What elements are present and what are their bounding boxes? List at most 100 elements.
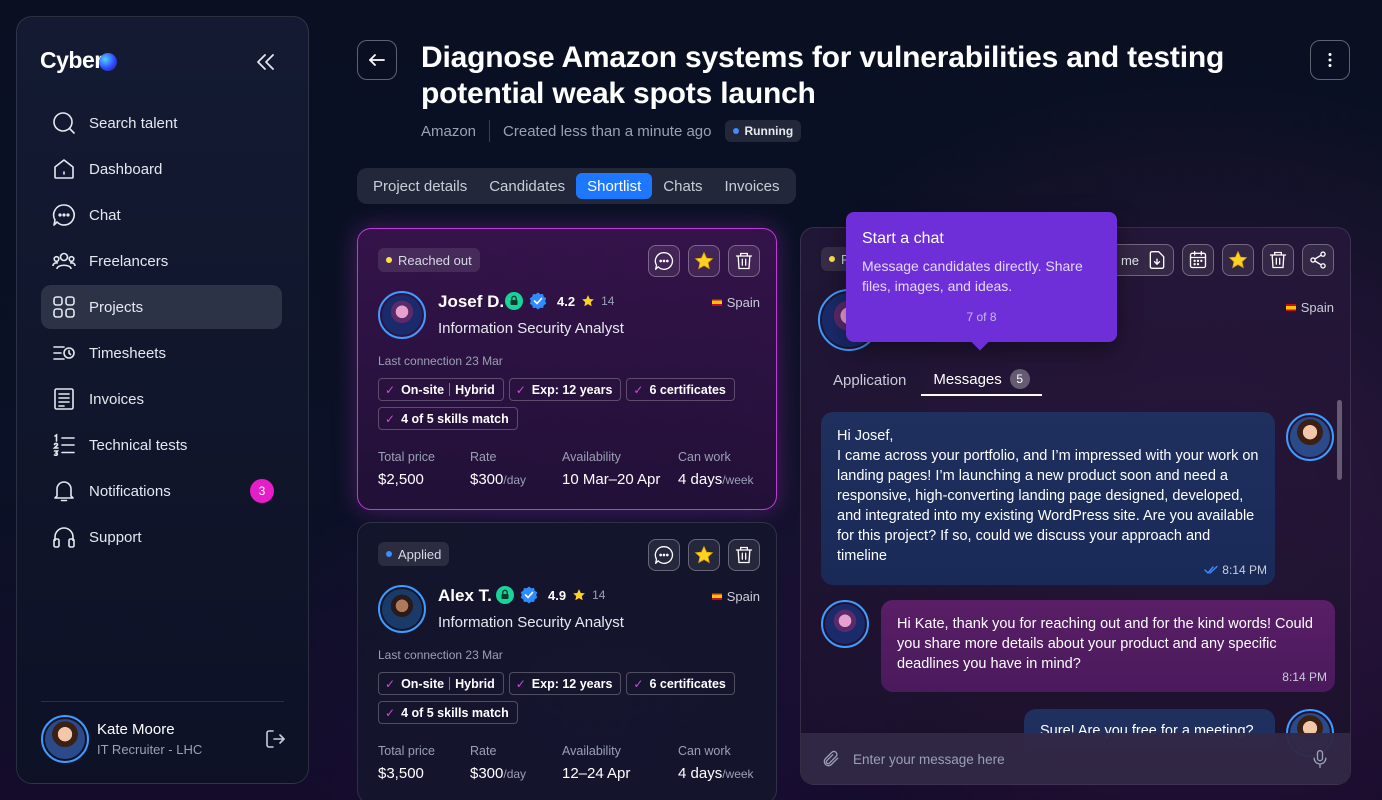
stat-label: Rate bbox=[470, 450, 497, 464]
sidebar-item-invoices[interactable]: Invoices bbox=[41, 377, 282, 421]
sidebar-item-label: Timesheets bbox=[89, 344, 166, 362]
check-icon: ✓ bbox=[515, 382, 526, 397]
sidebar-item-support[interactable]: Support bbox=[41, 515, 282, 559]
can-work-amount: 4 days bbox=[678, 765, 723, 782]
tab-shortlist[interactable]: Shortlist bbox=[576, 173, 653, 199]
avatar[interactable] bbox=[41, 715, 89, 763]
last-connection: Last connection 23 Mar bbox=[378, 354, 503, 368]
voice-message-button[interactable] bbox=[1310, 749, 1330, 769]
divider bbox=[449, 677, 451, 690]
avatar-photo bbox=[382, 295, 422, 335]
status-badge: Running bbox=[724, 120, 802, 142]
sidebar-item-projects[interactable]: Projects bbox=[41, 285, 282, 329]
sidebar-item-notifications[interactable]: Notifications 3 bbox=[41, 469, 282, 513]
tab-project-details[interactable]: Project details bbox=[373, 177, 468, 195]
chat-message: Hi Kate, thank you for reaching out and … bbox=[881, 600, 1335, 692]
logout-button[interactable] bbox=[263, 727, 287, 751]
message-time: 8:14 PM bbox=[1204, 560, 1267, 580]
tag-experience: ✓Exp: 12 years bbox=[508, 378, 622, 401]
back-button[interactable] bbox=[357, 40, 397, 80]
tab-application[interactable]: Application bbox=[833, 369, 906, 396]
tab-chats[interactable]: Chats bbox=[663, 177, 703, 195]
status-dot bbox=[386, 257, 392, 263]
sidebar-item-technical-tests[interactable]: Technical tests bbox=[41, 423, 282, 467]
candidate-name[interactable]: Alex T. bbox=[438, 586, 492, 605]
delete-button[interactable] bbox=[728, 539, 760, 571]
rate-amount: $300 bbox=[470, 471, 504, 488]
share-button[interactable] bbox=[1302, 244, 1334, 276]
message-input[interactable] bbox=[853, 751, 1293, 767]
last-connection: Last connection 23 Mar bbox=[378, 648, 503, 662]
can-work-unit: /week bbox=[722, 473, 754, 487]
chat-button[interactable] bbox=[648, 245, 680, 277]
more-options-button[interactable] bbox=[1310, 40, 1350, 80]
tag-experience: ✓Exp: 12 years bbox=[508, 672, 622, 695]
trash-icon bbox=[735, 546, 753, 564]
user-name: Kate Moore bbox=[97, 721, 175, 738]
sidebar-item-dashboard[interactable]: Dashboard bbox=[41, 147, 282, 191]
sidebar-item-label: Technical tests bbox=[89, 436, 188, 454]
user-info: Kate Moore IT Recruiter - LHC bbox=[97, 721, 202, 757]
company-name: Amazon bbox=[421, 122, 477, 140]
avatar[interactable] bbox=[378, 291, 426, 339]
favorite-button[interactable] bbox=[688, 539, 720, 571]
sidebar-item-label: Notifications bbox=[89, 482, 171, 500]
tab-invoices[interactable]: Invoices bbox=[724, 177, 780, 195]
stat-label: Can work bbox=[678, 450, 731, 464]
message-text: Hi Josef, bbox=[837, 428, 894, 444]
sidebar-item-search-talent[interactable]: Search talent bbox=[41, 101, 282, 145]
candidate-card[interactable]: Applied Alex T. 4.9 14 Information Secur… bbox=[357, 522, 777, 800]
tag-label: Exp: 12 years bbox=[531, 676, 613, 691]
stat-label: Availability bbox=[562, 744, 621, 758]
candidate-role: Information Security Analyst bbox=[438, 320, 624, 337]
trash-icon bbox=[735, 252, 753, 270]
delete-button[interactable] bbox=[728, 245, 760, 277]
stat-value: 4 days/week bbox=[678, 471, 754, 488]
stat-label: Can work bbox=[678, 744, 731, 758]
notification-count-badge: 3 bbox=[250, 479, 274, 503]
rate-unit: /day bbox=[503, 767, 527, 781]
delete-button[interactable] bbox=[1262, 244, 1294, 276]
candidate-name[interactable]: Josef D. bbox=[438, 292, 505, 311]
sidebar-item-label: Search talent bbox=[89, 114, 178, 132]
status-badge: Reached out bbox=[378, 248, 480, 272]
timesheet-icon bbox=[52, 341, 76, 365]
sidebar-item-timesheets[interactable]: Timesheets bbox=[41, 331, 282, 375]
message-count-badge: 5 bbox=[1009, 369, 1030, 389]
collapse-sidebar-button[interactable] bbox=[253, 49, 279, 75]
resume-label: me bbox=[1120, 252, 1139, 268]
schedule-button[interactable] bbox=[1182, 244, 1214, 276]
onboarding-tooltip[interactable]: Start a chat Message candidates directly… bbox=[846, 212, 1117, 342]
project-tabs: Project details Candidates Shortlist Cha… bbox=[357, 168, 796, 204]
favorite-button[interactable] bbox=[688, 245, 720, 277]
star-icon bbox=[1228, 250, 1248, 269]
double-chevron-left-icon bbox=[257, 54, 274, 70]
rating-value: 4.9 bbox=[548, 587, 567, 603]
tab-candidates[interactable]: Candidates bbox=[489, 177, 566, 195]
candidate-badges: 4.2 14 bbox=[505, 292, 614, 310]
candidate-card[interactable]: Reached out Josef D. 4.2 14 Information … bbox=[357, 228, 777, 510]
chat-button[interactable] bbox=[648, 539, 680, 571]
logo-text: Cyber bbox=[40, 47, 103, 73]
tag-skills: ✓4 of 5 skills match bbox=[378, 407, 518, 430]
tag-label: 6 certificates bbox=[649, 382, 726, 397]
sidebar-item-chat[interactable]: Chat bbox=[41, 193, 282, 237]
tag-certificates: ✓6 certificates bbox=[626, 672, 735, 695]
paperclip-icon[interactable] bbox=[821, 749, 841, 769]
avatar[interactable] bbox=[378, 585, 426, 633]
logo[interactable]: Cyber bbox=[40, 47, 117, 74]
favorite-button[interactable] bbox=[1222, 244, 1254, 276]
headset-icon bbox=[52, 525, 76, 549]
sidebar-item-freelancers[interactable]: Freelancers bbox=[41, 239, 282, 283]
stat-label: Rate bbox=[470, 744, 497, 758]
country-name: Spain bbox=[1300, 300, 1334, 315]
tab-label: Application bbox=[833, 371, 907, 389]
scrollbar[interactable] bbox=[1337, 400, 1342, 480]
download-resume-button[interactable]: me bbox=[1109, 244, 1174, 276]
user-role: IT Recruiter - LHC bbox=[97, 742, 203, 757]
sidebar-item-label: Freelancers bbox=[89, 252, 169, 270]
microphone-icon bbox=[1313, 750, 1327, 768]
status-dot bbox=[386, 551, 392, 557]
